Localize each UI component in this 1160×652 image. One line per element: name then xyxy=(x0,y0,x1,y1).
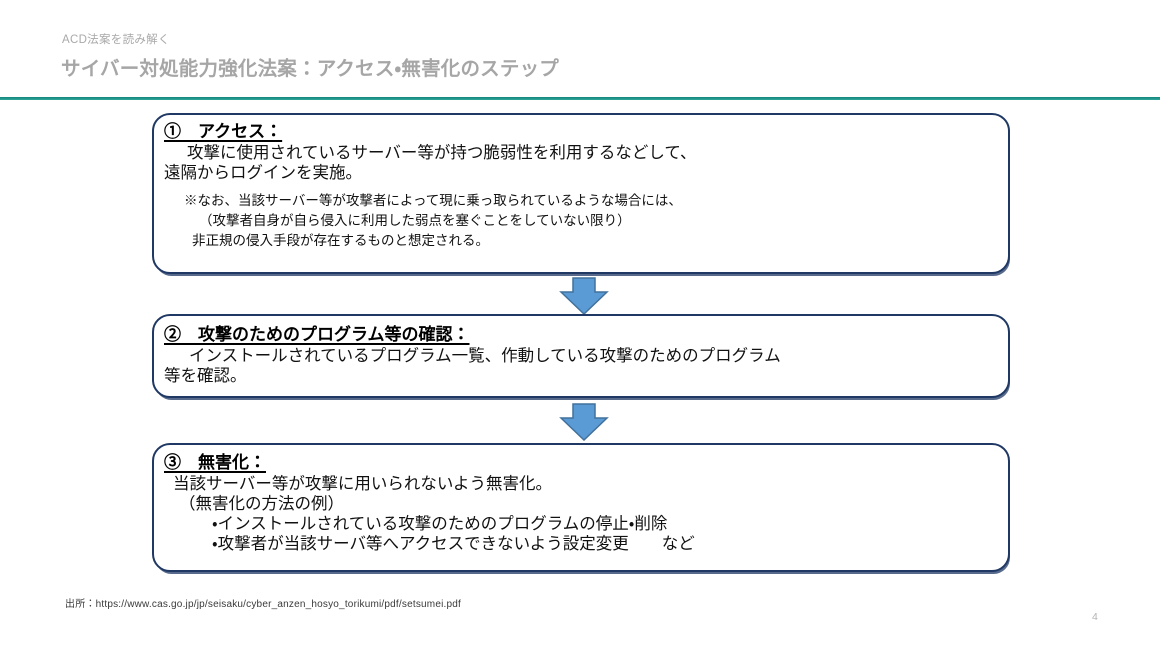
page-number: 4 xyxy=(1092,611,1098,623)
step-3-bullet-line: ・インストールされている攻撃のためのプログラムの停止・削除 xyxy=(212,514,668,533)
step-1-body-line: 遠隔からログインを実施。 xyxy=(164,163,362,182)
down-arrow-icon xyxy=(559,277,609,315)
note-line: 非正規の侵入手段が存在するものと想定される。 xyxy=(192,233,489,248)
step-box-access: ① アクセス： 攻撃に使用されているサーバー等が持つ脆弱性を利用するなどして、 … xyxy=(152,113,1010,274)
step-1-body-line: 攻撃に使用されているサーバー等が持つ脆弱性を利用するなどして、 xyxy=(187,143,697,162)
step-2-body-line: インストールされているプログラム一覧、作動している攻撃のためのプログラム xyxy=(189,346,781,365)
title-divider xyxy=(0,97,1160,100)
page-title: サイバー対処能力強化法案：アクセス・無害化のステップ xyxy=(61,58,559,80)
step-3-bullet-line: ・攻撃者が当該サーバ等へアクセスできないよう設定変更 など xyxy=(212,534,695,553)
slide-eyebrow: ACD法案を読み解く xyxy=(62,34,170,46)
step-3-body-line: （無害化の方法の例） xyxy=(179,494,344,513)
step-1-note: ※なお、当該サーバー等が攻撃者によって現に乗っ取られているような場合には、 （攻… xyxy=(164,191,994,251)
step-3-heading: ③ 無害化： xyxy=(164,453,266,472)
step-3-body-line: 当該サーバー等が攻撃に用いられないよう無害化。 xyxy=(173,474,553,493)
down-arrow-icon xyxy=(559,403,609,441)
step-box-neutralization: ③ 無害化： 当該サーバー等が攻撃に用いられないよう無害化。 （無害化の方法の例… xyxy=(152,443,1010,572)
source-citation: 出所：https://www.cas.go.jp/jp/seisaku/cybe… xyxy=(65,599,461,610)
step-box-program-check: ② 攻撃のためのプログラム等の確認： インストールされているプログラム一覧、作動… xyxy=(152,314,1010,398)
step-2-body-line: 等を確認。 xyxy=(164,366,247,385)
step-2-heading: ② 攻撃のためのプログラム等の確認： xyxy=(164,325,470,344)
note-line: ※なお、当該サーバー等が攻撃者によって現に乗っ取られているような場合には、 xyxy=(184,193,682,208)
note-line: （攻撃者自身が自ら侵入に利用した弱点を塞ぐことをしていない限り） xyxy=(199,213,631,228)
step-1-heading: ① アクセス： xyxy=(164,122,283,141)
